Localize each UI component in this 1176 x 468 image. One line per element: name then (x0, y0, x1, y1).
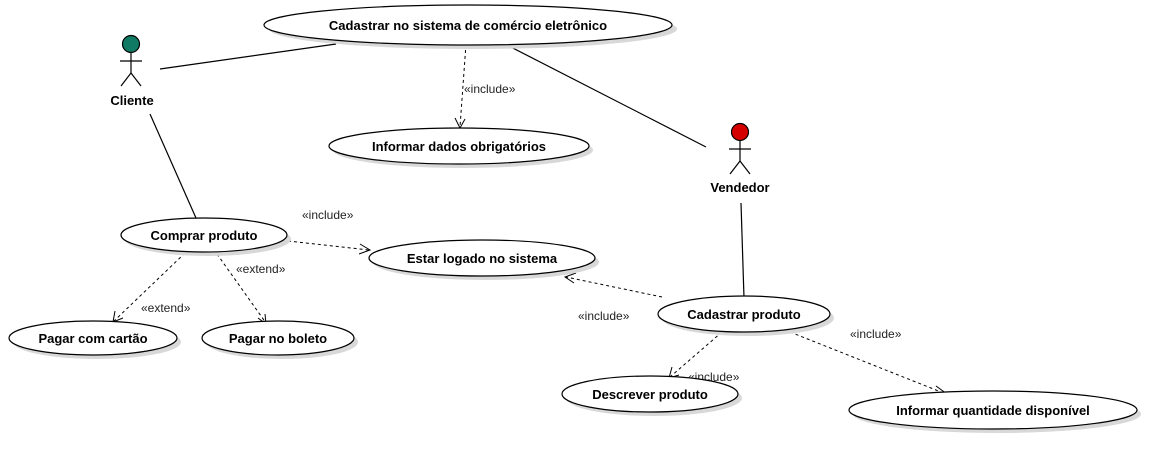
stereotype-extend-boleto: «extend» (236, 262, 286, 276)
stereotype-include-dados: «include» (464, 82, 516, 96)
use-case-informar-quantidade[interactable]: Informar quantidade disponível (848, 390, 1141, 433)
use-case-label: Informar quantidade disponível (896, 403, 1090, 418)
actor-left-leg (120, 72, 132, 87)
actor-right-leg (130, 72, 142, 87)
actor-label: Vendedor (710, 180, 769, 195)
stereotype-include-logado-cadastro: «include» (578, 309, 630, 323)
use-case-cadastrar-sistema[interactable]: Cadastrar no sistema de comércio eletrôn… (263, 4, 677, 49)
assoc-cliente-cadastrar-sistema (159, 43, 337, 70)
use-case-informar-dados[interactable]: Informar dados obrigatórios (328, 127, 593, 168)
use-case-label: Comprar produto (151, 228, 258, 243)
actor-head-icon (121, 34, 141, 54)
use-case-comprar-produto[interactable]: Comprar produto (120, 217, 291, 256)
stereotype-include-logado-compra: «include» (302, 208, 354, 222)
actor-label: Cliente (110, 93, 153, 108)
use-case-label: Pagar no boleto (229, 331, 327, 346)
actor-vendedor[interactable]: Vendedor (710, 122, 770, 196)
use-case-label: Estar logado no sistema (407, 251, 558, 266)
assoc-cliente-comprar-produto (149, 113, 197, 219)
use-case-label: Descrever produto (592, 387, 708, 402)
use-case-label: Pagar com cartão (38, 331, 147, 346)
dep-include-informar-quantidade (789, 331, 949, 397)
stereotype-include-quantidade: «include» (850, 327, 902, 341)
dep-include-estar-logado-cadastro (563, 272, 663, 298)
use-case-pagar-cartao[interactable]: Pagar com cartão (8, 320, 181, 359)
assoc-vendedor-cadastrar-sistema (504, 43, 707, 148)
actor-right-leg (739, 160, 751, 175)
stereotype-extend-cartao: «extend» (141, 301, 191, 315)
actor-cliente[interactable]: Cliente (110, 34, 154, 109)
use-case-cadastrar-produto[interactable]: Cadastrar produto (657, 295, 834, 336)
use-case-label: Cadastrar no sistema de comércio eletrôn… (329, 18, 607, 33)
use-case-descrever-produto[interactable]: Descrever produto (561, 375, 742, 416)
use-case-label: Cadastrar produto (687, 307, 800, 322)
use-case-pagar-boleto[interactable]: Pagar no boleto (201, 320, 358, 359)
actor-left-leg (729, 160, 741, 175)
assoc-vendedor-cadastrar-produto (740, 202, 745, 299)
use-case-label: Informar dados obrigatórios (372, 139, 546, 154)
use-case-estar-logado[interactable]: Estar logado no sistema (368, 239, 599, 280)
actor-head-icon (730, 122, 750, 142)
dep-include-estar-logado-compra (287, 240, 372, 255)
